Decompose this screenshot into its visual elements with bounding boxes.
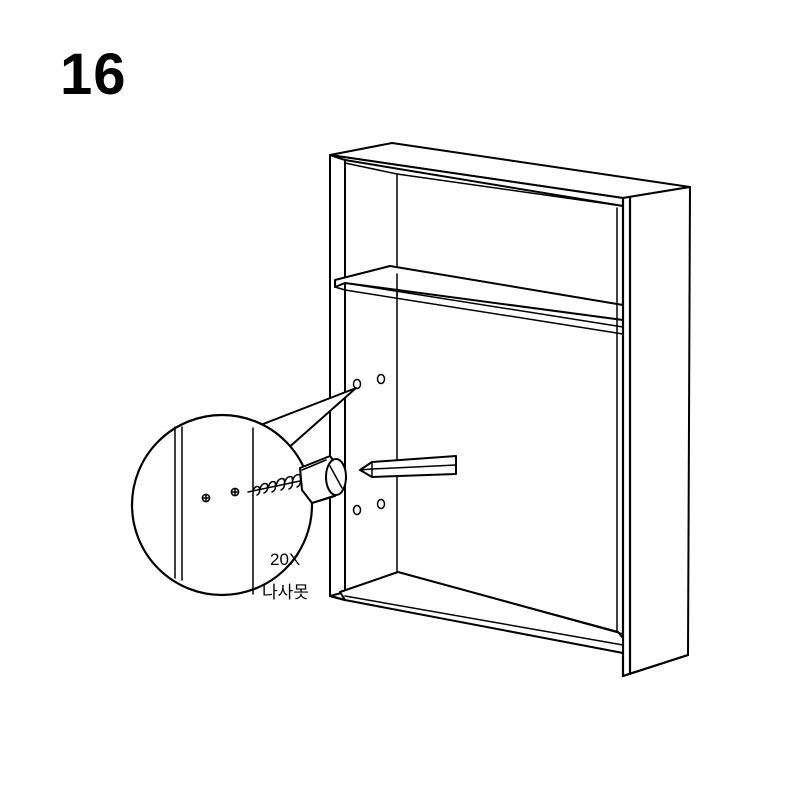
detail-magnifier-icon — [130, 387, 357, 597]
cabinet-frame — [328, 142, 691, 678]
step-number: 16 — [60, 42, 127, 107]
part-name: 나사못 — [262, 583, 309, 603]
screw-icon — [247, 455, 347, 504]
drill-holes — [352, 373, 386, 516]
part-quantity: 20X — [270, 550, 300, 569]
screwdriver-icon — [359, 455, 457, 478]
